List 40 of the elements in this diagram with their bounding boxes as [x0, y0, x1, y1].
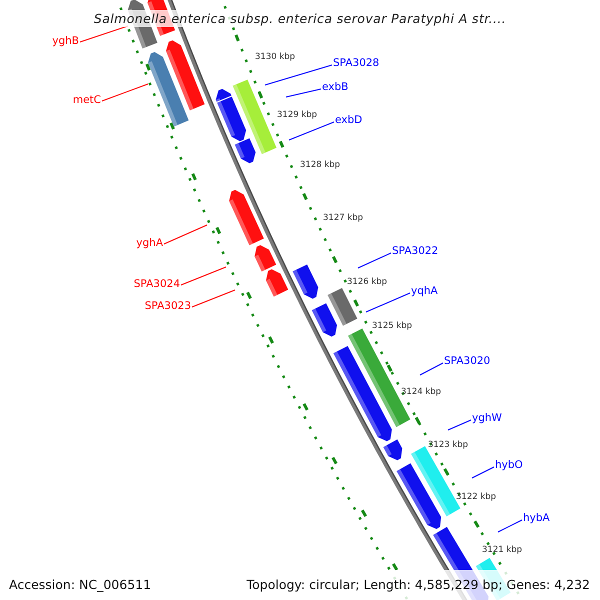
gene-label: hybO	[495, 459, 523, 472]
gene-label: hybA	[523, 512, 550, 525]
position-label: 3130 kbp	[255, 52, 296, 63]
position-label: 3125 kbp	[372, 321, 412, 332]
leader-line	[420, 362, 444, 376]
position-label: 3127 kbp	[323, 213, 364, 224]
leader-line	[448, 420, 472, 430]
gene-label: SPA3020	[444, 355, 490, 368]
position-label: 3128 kbp	[300, 160, 340, 171]
leader-line	[192, 290, 236, 308]
leader-line	[80, 26, 128, 42]
gene-label: yqhA	[411, 285, 438, 298]
leader-line	[472, 466, 494, 478]
leader-line	[264, 64, 332, 86]
position-label: 3124 kbp	[401, 387, 442, 398]
gene-label: yghA	[136, 237, 163, 250]
position-label: 3122 kbp	[456, 492, 496, 503]
gene-label: yghB	[52, 35, 79, 48]
gene-label: SPA3022	[392, 245, 438, 258]
leader-line	[358, 252, 392, 268]
genome-stats-text: Topology: circular; Length: 4,585,229 bp; Genes: 4,232	[246, 577, 590, 593]
leader-line	[164, 224, 208, 244]
position-label: 3121 kbp	[482, 545, 522, 556]
gene-label: SPA3024	[134, 278, 180, 291]
leader-line	[102, 84, 148, 102]
accession-text: Accession: NC_006511	[9, 577, 152, 593]
leader-line	[286, 88, 322, 98]
gene-label: metC	[72, 94, 101, 107]
gene-label: exbB	[322, 81, 348, 94]
leader-line	[498, 520, 522, 532]
leader-line	[366, 292, 410, 312]
gene-label: SPA3023	[144, 300, 191, 313]
gene-label: SPA3028	[333, 57, 380, 70]
gene-label: exbD	[335, 114, 362, 127]
position-label: 3129 kbp	[277, 110, 318, 121]
position-label: 3123 kbp	[428, 440, 468, 451]
gene-label: yghW	[472, 412, 502, 425]
position-label: 3126 kbp	[347, 277, 388, 288]
leader-line	[180, 266, 226, 286]
leader-line	[288, 122, 334, 140]
